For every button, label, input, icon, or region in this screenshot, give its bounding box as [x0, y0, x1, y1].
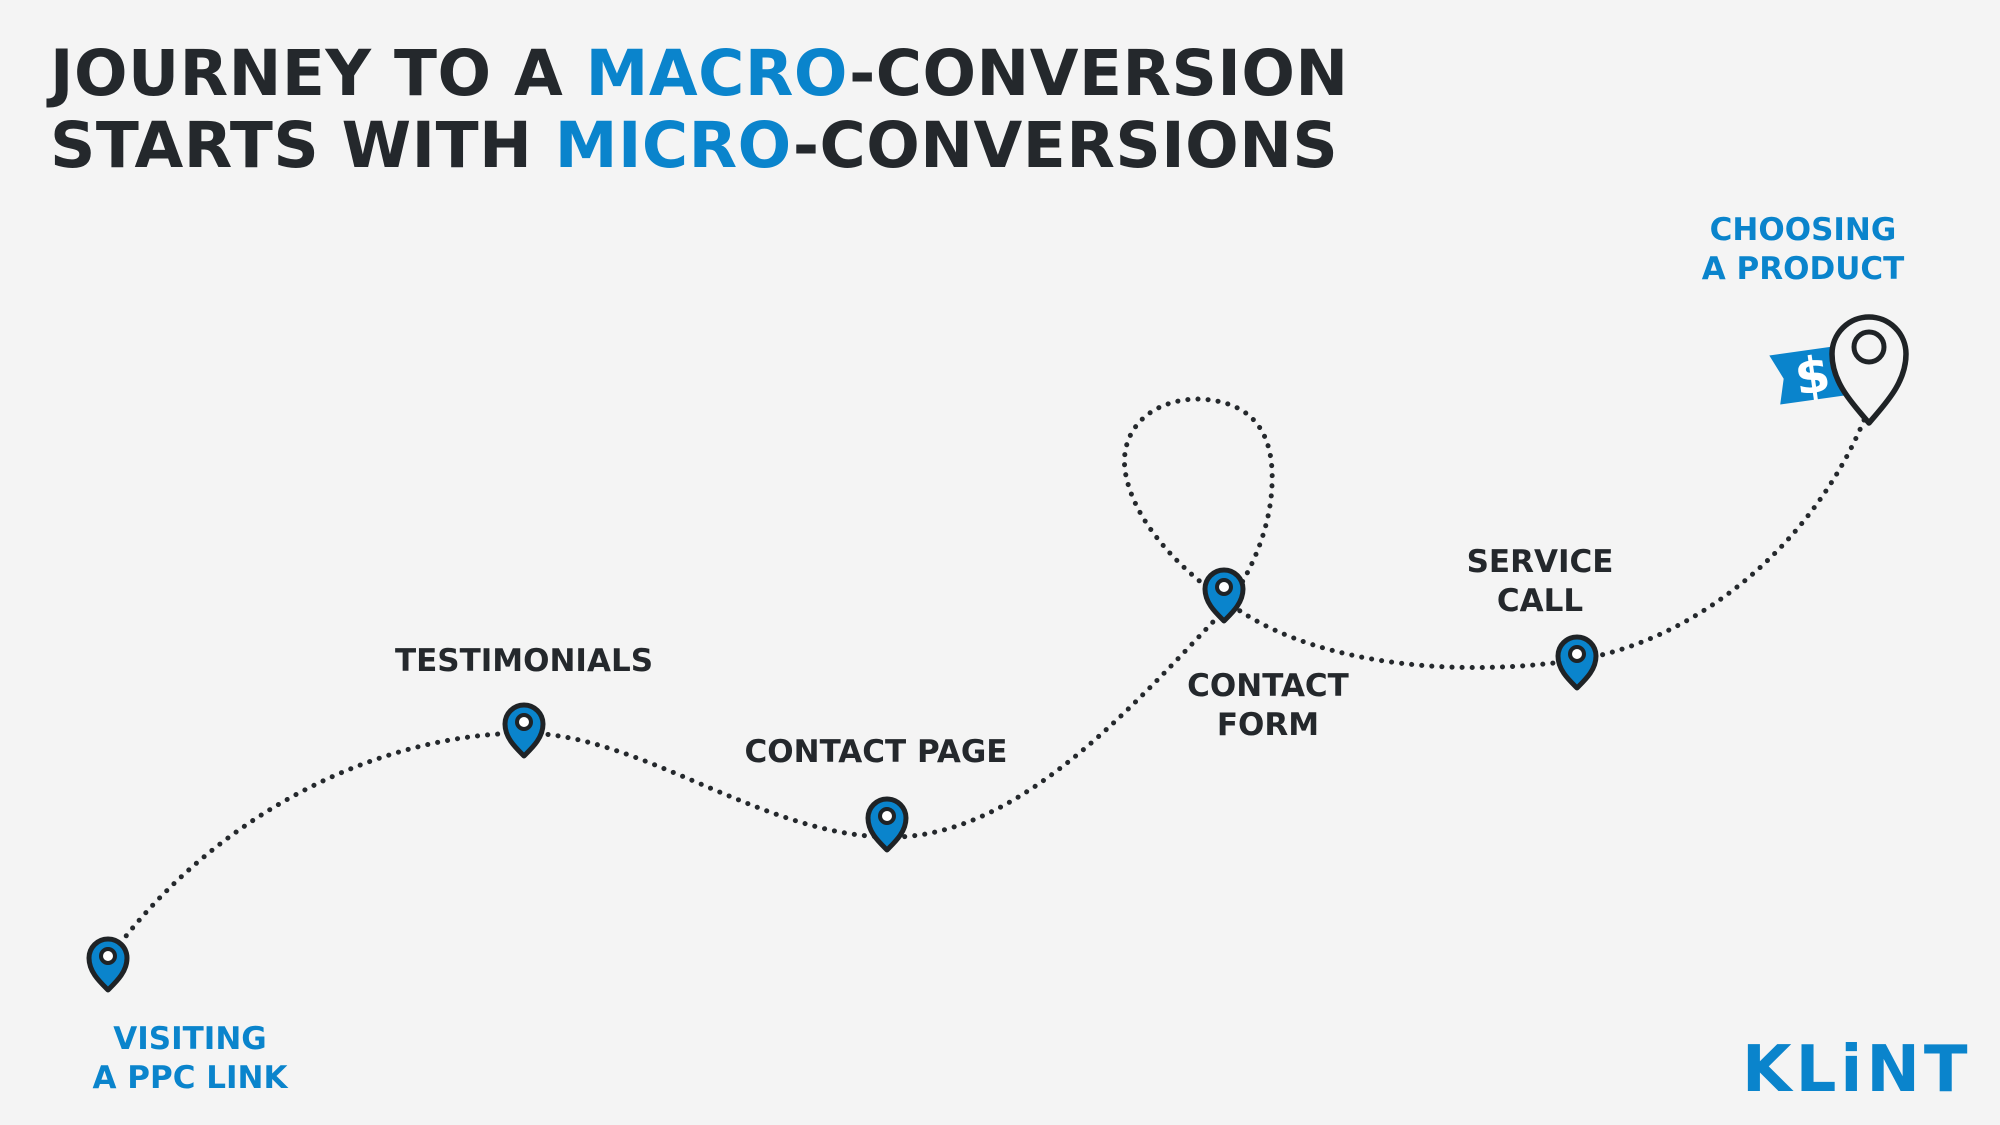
step-label-contact-form: CONTACT FORM [1187, 667, 1349, 745]
map-pin-icon [1202, 567, 1246, 624]
step-label-visiting-ppc-link: VISITING A PPC LINK [92, 1020, 287, 1098]
step-label-contact-page: CONTACT PAGE [745, 733, 1008, 772]
title-line-1-accent: MACRO [585, 37, 850, 110]
step-label-line: CONTACT [1187, 668, 1349, 704]
title-line-2-accent: MICRO [554, 109, 793, 182]
title-line-1-start: JOURNEY TO A [50, 37, 586, 110]
step-label-line: A PRODUCT [1701, 251, 1905, 287]
step-label-line: CONTACT PAGE [744, 734, 1008, 770]
title-line-2: STARTS WITH MICRO-CONVERSIONS [50, 110, 1349, 182]
map-pin-icon [865, 796, 909, 853]
title-line-2-start: STARTS WITH [50, 109, 555, 182]
map-pin-icon [502, 702, 546, 759]
dollar-tag-symbol: $ [1791, 345, 1834, 407]
step-label-line: VISITING [113, 1021, 267, 1057]
title-line-1: JOURNEY TO A MACRO-CONVERSION [50, 38, 1349, 110]
step-label-line: FORM [1216, 707, 1320, 743]
step-label-testimonials: TESTIMONIALS [395, 642, 653, 681]
klint-logo: KLiNT [1742, 1033, 1972, 1107]
journey-path [105, 396, 1873, 963]
step-label-line: TESTIMONIALS [394, 643, 654, 679]
destination-pin-icon [1829, 314, 1909, 426]
step-label-choosing-product: CHOOSING A PRODUCT [1702, 211, 1905, 289]
step-label-line: CHOOSING [1709, 212, 1897, 248]
page-title: JOURNEY TO A MACRO-CONVERSION STARTS WIT… [50, 38, 1349, 182]
step-label-line: SERVICE [1466, 544, 1614, 580]
step-label-service-call: SERVICE CALL [1467, 543, 1614, 621]
title-line-1-end: -CONVERSION [849, 37, 1349, 110]
map-pin-icon [86, 936, 130, 993]
map-pin-icon [1555, 634, 1599, 691]
step-label-line: CALL [1496, 583, 1584, 619]
step-label-line: A PPC LINK [92, 1060, 288, 1096]
title-line-2-end: -CONVERSIONS [792, 109, 1339, 182]
